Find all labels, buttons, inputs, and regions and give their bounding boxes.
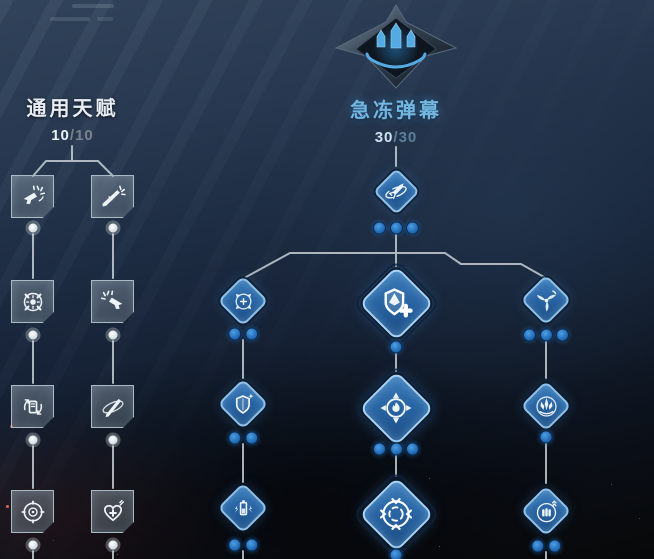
general-talent-1-2[interactable] [91, 175, 134, 218]
frost-center-3-node[interactable] [358, 476, 434, 552]
right-tree-title: 急冻弹幕 [350, 100, 442, 122]
frost-left-3-node[interactable] [216, 481, 270, 535]
frost-root-node[interactable] [372, 167, 420, 215]
frost-left-2-node[interactable] [216, 377, 270, 431]
rank-pips [107, 539, 119, 551]
ammo-cluster-icon [536, 500, 557, 522]
shield-guard-icon [235, 392, 254, 414]
points-current: 30 [374, 129, 394, 146]
frost-center-1-node[interactable] [358, 265, 434, 341]
general-talent-3-2[interactable] [91, 385, 134, 428]
rank-pips [27, 222, 39, 234]
rank-pips [107, 329, 119, 341]
aim-stability-icon [23, 292, 42, 311]
frost-center-2-node[interactable] [358, 370, 434, 446]
blade-slash-icon [100, 397, 125, 418]
spin-blades-icon [535, 289, 557, 312]
rank-pips [27, 329, 39, 341]
rifle-burst-icon [101, 185, 126, 207]
frost-right-3-node[interactable] [519, 484, 573, 538]
rank-pips [228, 431, 258, 445]
pistol-burst-icon [22, 185, 45, 205]
rank-pips [27, 434, 39, 446]
gun-blast-icon [100, 290, 123, 310]
target-lock-icon [234, 292, 252, 310]
heart-plus-icon [103, 499, 124, 521]
rank-pips [107, 434, 119, 446]
rank-pips [228, 538, 258, 552]
ice-crystal-icon [535, 395, 557, 417]
general-talent-3-1[interactable] [11, 385, 54, 428]
general-talent-4-1[interactable] [11, 490, 54, 533]
general-talent-4-2[interactable] [91, 490, 134, 533]
left-tree-header: 通用天赋 10/10 [0, 92, 145, 144]
rank-pips [523, 328, 569, 342]
points-current: 10 [51, 127, 70, 144]
flame-reticle-icon [379, 391, 413, 425]
left-tree-title: 通用天赋 [26, 98, 119, 120]
right-tree-header: 急冻弹幕 30/30 [316, 94, 476, 146]
battery-lightning-icon [233, 499, 253, 515]
containment-reticle-icon [380, 498, 412, 530]
general-talent-2-2[interactable] [91, 280, 134, 323]
frost-right-1-node[interactable] [519, 273, 573, 327]
rank-pips [389, 548, 403, 559]
frost-left-1-node[interactable] [216, 274, 270, 328]
right-tree-points: 30/30 [316, 129, 476, 146]
rank-pips [228, 327, 258, 341]
rank-pips [373, 442, 419, 456]
reload-magazine-icon [23, 398, 42, 415]
missile-orbit-icon [383, 182, 409, 201]
left-tree-points: 10/10 [0, 127, 145, 144]
points-max: 30 [398, 129, 418, 146]
frost-barrage-emblem[interactable] [332, 2, 460, 90]
rank-pips [389, 340, 403, 354]
frost-right-2-node[interactable] [519, 379, 573, 433]
rank-pips [107, 222, 119, 234]
general-talent-2-1[interactable] [11, 280, 54, 323]
scope-crosshair-icon [21, 500, 44, 523]
shield-plus-icon [377, 284, 415, 322]
rank-pips [531, 539, 561, 553]
rank-pips [373, 221, 419, 235]
general-talent-1-1[interactable] [11, 175, 54, 218]
points-max: 10 [75, 127, 94, 144]
rank-pips [27, 539, 39, 551]
rank-pips [539, 430, 553, 444]
